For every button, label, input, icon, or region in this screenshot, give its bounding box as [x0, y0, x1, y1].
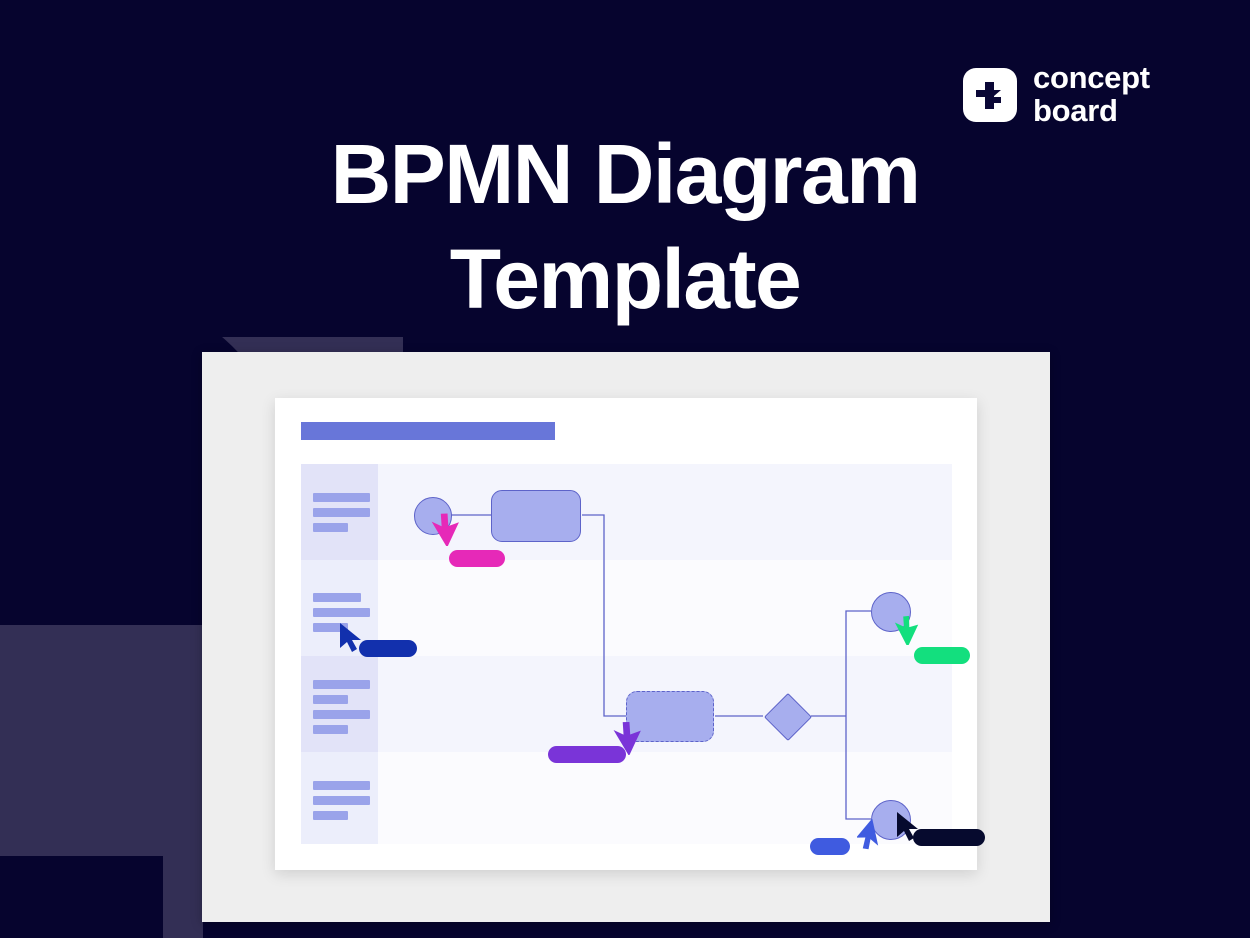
placeholder-line: [313, 710, 370, 719]
bpmn-connectors: [451, 514, 871, 820]
bpmn-diagram[interactable]: [301, 464, 985, 855]
placeholder-line: [313, 508, 370, 517]
conceptboard-plus-arrow-icon: [963, 67, 1017, 122]
page-title: BPMN Diagram Template: [0, 122, 1250, 332]
decor-rect-bottom: [0, 856, 163, 938]
brand-logo-text: concept board: [1033, 60, 1150, 128]
lane-header-3[interactable]: [301, 656, 378, 752]
board-title-placeholder: [301, 422, 555, 440]
cursor-black-name-chip: [913, 829, 985, 846]
page-title-line2: Template: [449, 232, 802, 326]
cursor-navy-icon: [340, 623, 361, 652]
lane-band-1: [301, 464, 952, 560]
brand-logo: concept board: [963, 60, 1150, 128]
cursor-blue-icon: [857, 819, 879, 850]
cursor-green-name-chip: [914, 647, 970, 664]
placeholder-line: [313, 796, 370, 805]
cursor-navy-name-chip: [359, 640, 417, 657]
placeholder-line: [313, 493, 370, 502]
lane-label-lines-3: [313, 680, 370, 734]
lane-label-lines-4: [313, 781, 370, 820]
bpmn-task-2[interactable]: [626, 691, 714, 742]
cursor-green-icon: [894, 615, 919, 645]
cursor-blue-name-chip: [810, 838, 850, 855]
placeholder-line: [313, 523, 348, 532]
cursor-black-icon: [897, 812, 918, 841]
lane-label-lines-1: [313, 493, 370, 532]
placeholder-line: [313, 781, 370, 790]
lane-band-4: [301, 752, 952, 844]
placeholder-line: [313, 811, 348, 820]
bpmn-task-1[interactable]: [491, 490, 581, 542]
page-title-line1: BPMN Diagram: [330, 127, 921, 221]
brand-name-line2: board: [1033, 92, 1118, 128]
placeholder-line: [313, 608, 370, 617]
cursor-magenta-icon: [431, 513, 459, 546]
cursor-purple-name-chip: [548, 746, 626, 763]
brand-name-line1: concept: [1033, 60, 1150, 95]
placeholder-line: [313, 623, 348, 632]
cursor-magenta-name-chip: [449, 550, 505, 567]
whiteboard-canvas[interactable]: [275, 398, 985, 870]
screenshot-card: [202, 352, 1050, 922]
placeholder-line: [313, 680, 370, 689]
lane-label-lines-2: [313, 593, 370, 632]
placeholder-line: [313, 695, 348, 704]
placeholder-line: [313, 725, 348, 734]
cursor-purple-icon: [613, 721, 641, 755]
placeholder-line: [313, 593, 361, 602]
